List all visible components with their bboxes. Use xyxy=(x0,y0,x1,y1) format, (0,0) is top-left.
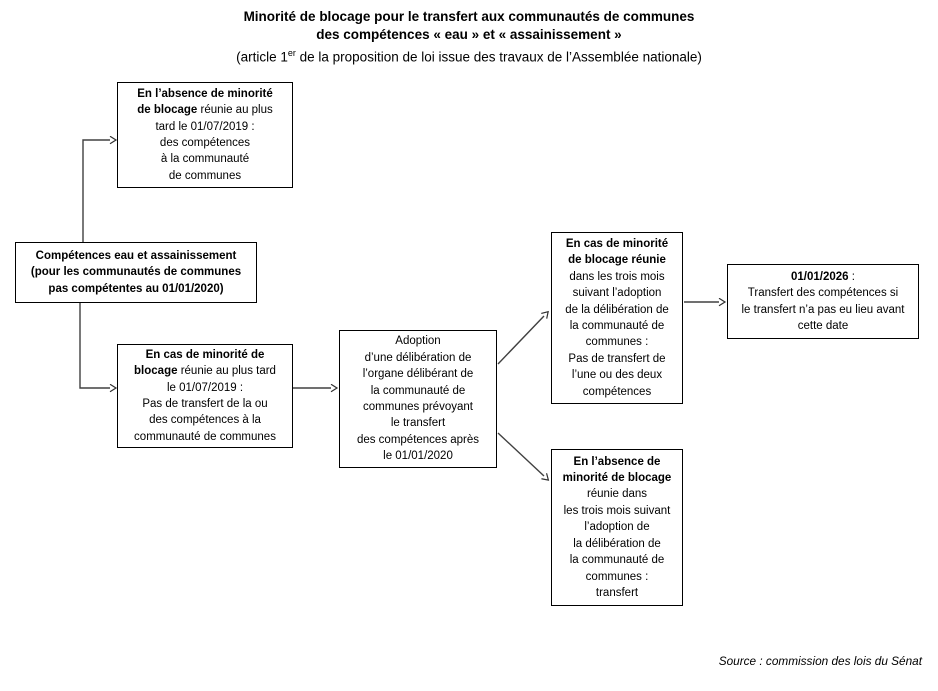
box-blocking-before-0719-rest: réunie au plus tard le 01/07/2019 : Pas … xyxy=(134,365,276,443)
subtitle-superscript: er xyxy=(287,48,296,58)
box-blocking-within-3-months-rest: dans les trois mois suivant l’adoption d… xyxy=(565,270,669,398)
arrow-to-no-blocking-3months xyxy=(497,432,550,481)
box-no-blocking-within-3-months-text: En l’absence de minorité de blocage réun… xyxy=(552,454,682,602)
box-transfer-2026-text: 01/01/2026 : Transfert des compétences s… xyxy=(728,269,918,335)
box-no-blocking-within-3-months-bold: En l’absence de minorité de blocage xyxy=(562,455,672,485)
box-competences-text: Compétences eau et assainissement (pour … xyxy=(30,249,242,295)
box-no-blocking-before-0719: En l’absence de minorité de blocage réun… xyxy=(117,82,293,188)
subtitle-suffix: de la proposition de loi issue des trava… xyxy=(295,49,702,65)
box-no-blocking-within-3-months: En l’absence de minorité de blocage réun… xyxy=(551,449,683,606)
diagram-subtitle: (article 1er de la proposition de loi is… xyxy=(0,44,938,67)
arrow-to-blocking-3months xyxy=(497,310,549,365)
box-adoption-deliberation-text: Adoption d’une délibération de l’organe … xyxy=(356,335,480,463)
arrow-to-no-blocking-0719 xyxy=(82,135,118,243)
box-no-blocking-before-0719-text: En l’absence de minorité de blocage réun… xyxy=(118,86,292,184)
box-adoption-deliberation: Adoption d’une délibération de l’organe … xyxy=(339,330,497,468)
box-blocking-within-3-months-bold: En cas de minorité de blocage réunie xyxy=(565,237,669,267)
diagram-title: Minorité de blocage pour le transfert au… xyxy=(243,9,695,42)
box-transfer-2026-rest: : Transfert des compétences si le transf… xyxy=(741,270,905,332)
box-blocking-within-3-months: En cas de minorité de blocage réunie dan… xyxy=(551,232,683,404)
diagram-title-block: Minorité de blocage pour le transfert au… xyxy=(0,8,938,67)
box-blocking-before-0719-text: En cas de minorité de blocage réunie au … xyxy=(118,347,292,445)
source-note: Source : commission des lois du Sénat xyxy=(718,654,922,668)
box-blocking-within-3-months-text: En cas de minorité de blocage réunie dan… xyxy=(552,236,682,400)
box-competences-eau-assainissement: Compétences eau et assainissement (pour … xyxy=(15,242,257,303)
arrow-to-blocking-0719 xyxy=(79,302,118,393)
box-transfer-2026-bold: 01/01/2026 xyxy=(791,270,849,283)
box-no-blocking-before-0719-rest: réunie au plus tard le 01/07/2019 : des … xyxy=(155,104,273,182)
box-no-blocking-before-0719-bold: En l’absence de minorité de blocage xyxy=(137,87,273,117)
subtitle-prefix: (article 1 xyxy=(236,49,288,65)
box-blocking-before-0719: En cas de minorité de blocage réunie au … xyxy=(117,344,293,448)
box-blocking-before-0719-bold: En cas de minorité de blocage xyxy=(134,348,265,378)
box-transfer-2026: 01/01/2026 : Transfert des compétences s… xyxy=(727,264,919,339)
box-no-blocking-within-3-months-rest: réunie dans les trois mois suivant l’ado… xyxy=(563,488,671,599)
